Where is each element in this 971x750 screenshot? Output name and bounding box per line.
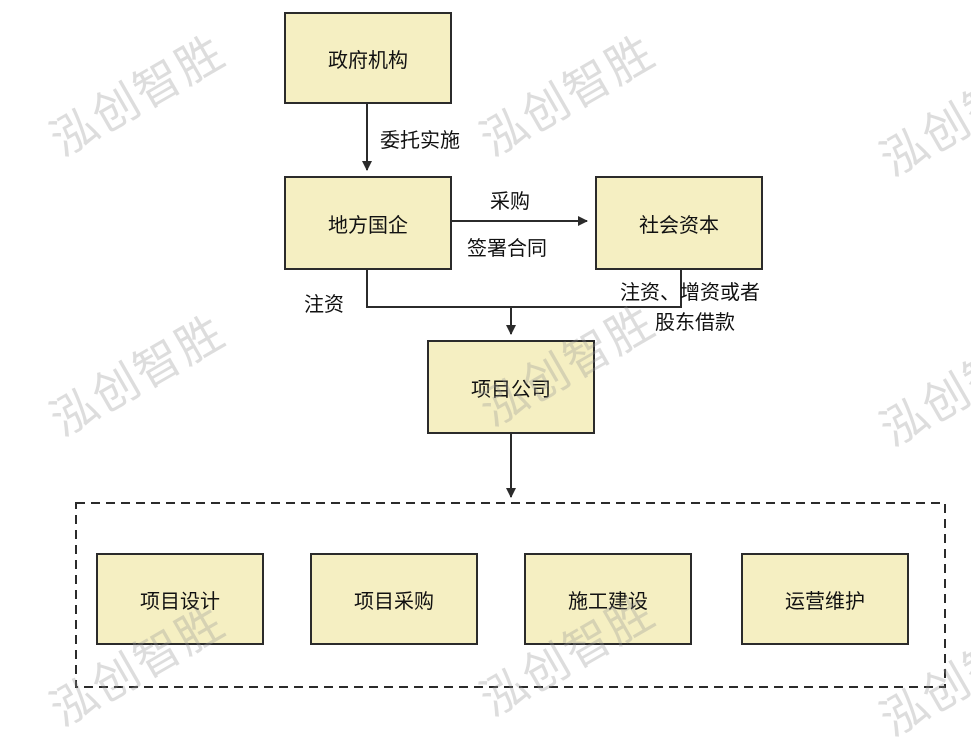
label-inject-social-capital-line2: 股东借款 bbox=[655, 310, 735, 334]
label-inject-social-capital-line1: 注资、增资或者 bbox=[620, 280, 760, 304]
label-entrust: 委托实施 bbox=[380, 128, 460, 152]
node-government: 政府机构 bbox=[284, 12, 452, 104]
label-purchase: 采购 bbox=[490, 189, 530, 213]
node-construction: 施工建设 bbox=[524, 553, 692, 645]
label-sign-contract: 签署合同 bbox=[467, 236, 547, 260]
node-project-procurement: 项目采购 bbox=[310, 553, 478, 645]
node-operation-maintenance: 运营维护 bbox=[741, 553, 909, 645]
node-project-company: 项目公司 bbox=[427, 340, 595, 434]
node-project-design: 项目设计 bbox=[96, 553, 264, 645]
diagram-connectors bbox=[75, 104, 946, 688]
label-inject-local-soe: 注资 bbox=[304, 292, 344, 316]
edge-local-soe-inject bbox=[366, 270, 511, 308]
node-local-soe: 地方国企 bbox=[284, 176, 452, 270]
edge-social-capital-inject bbox=[511, 270, 682, 308]
execution-group-boundary bbox=[75, 502, 946, 688]
node-social-capital: 社会资本 bbox=[595, 176, 763, 270]
